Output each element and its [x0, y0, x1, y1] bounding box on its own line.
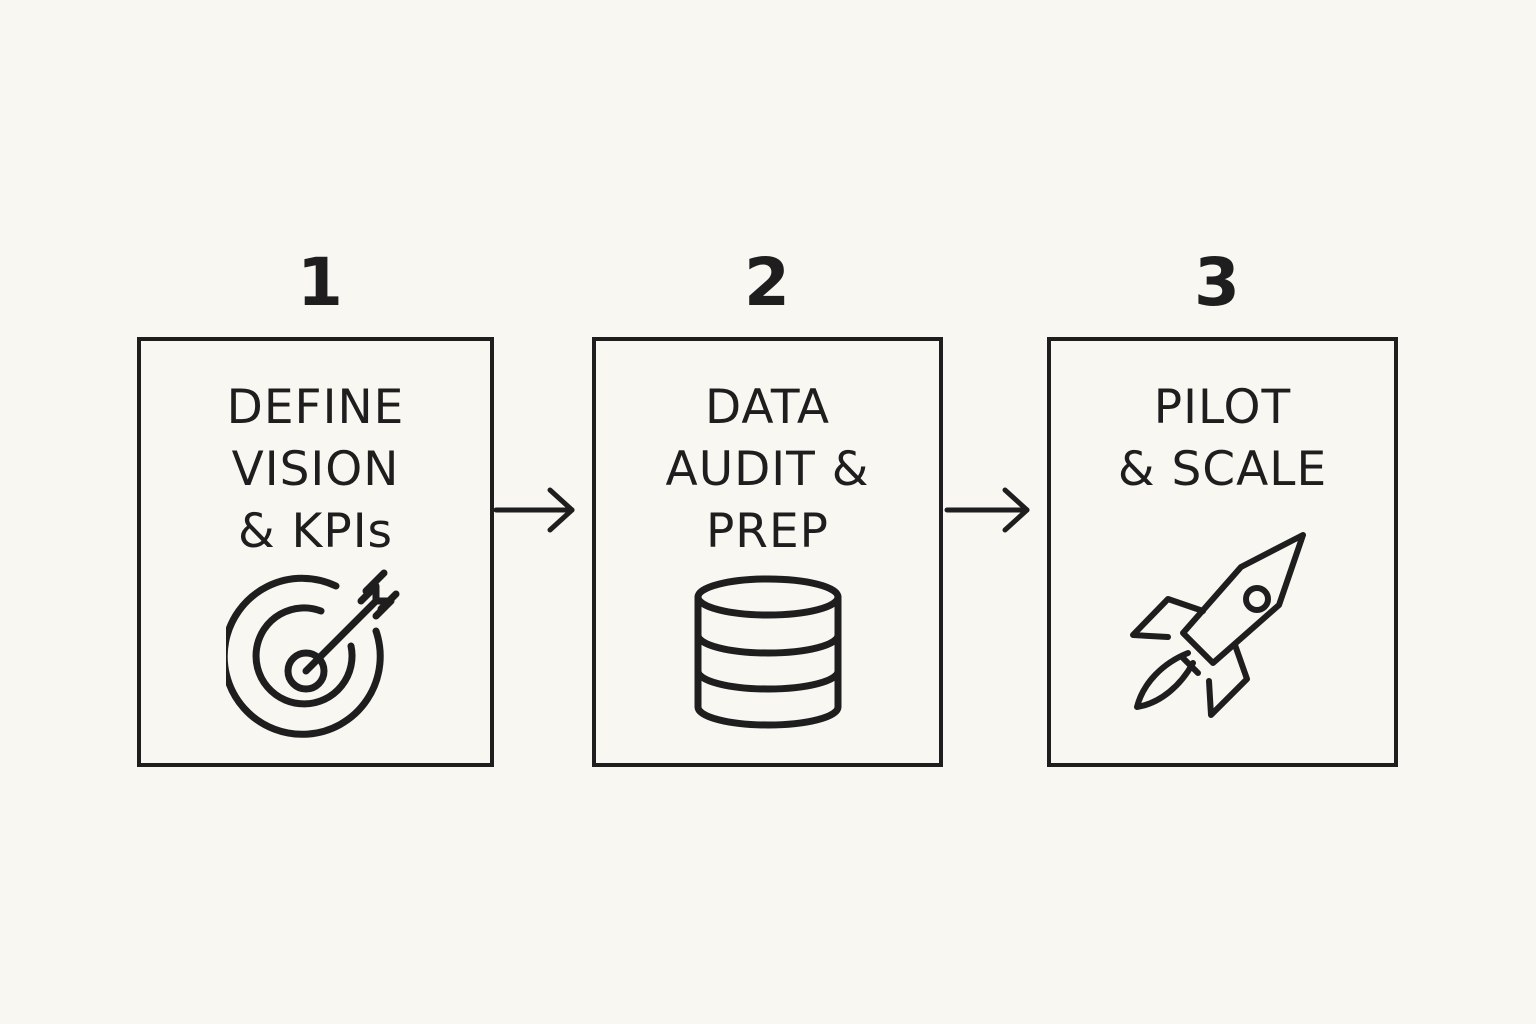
step-box-1: DEFINE VISION & KPIs: [137, 337, 494, 767]
step-box-3: PILOT & SCALE: [1047, 337, 1398, 767]
arrow-right-icon: [944, 487, 1030, 533]
step-box-2: DATA AUDIT & PREP: [592, 337, 943, 767]
step-number-2: 2: [744, 244, 790, 321]
target-icon: [225, 569, 399, 738]
step-title-1: DEFINE VISION & KPIs: [226, 380, 405, 559]
rocket-icon: [1129, 532, 1306, 718]
step-number-3: 3: [1194, 244, 1240, 321]
step-title-3: PILOT & SCALE: [1117, 380, 1328, 497]
database-icon: [694, 575, 841, 729]
step-title-2: DATA AUDIT & PREP: [665, 380, 870, 559]
step-number-1: 1: [297, 244, 343, 321]
arrow-right-icon: [494, 487, 575, 533]
